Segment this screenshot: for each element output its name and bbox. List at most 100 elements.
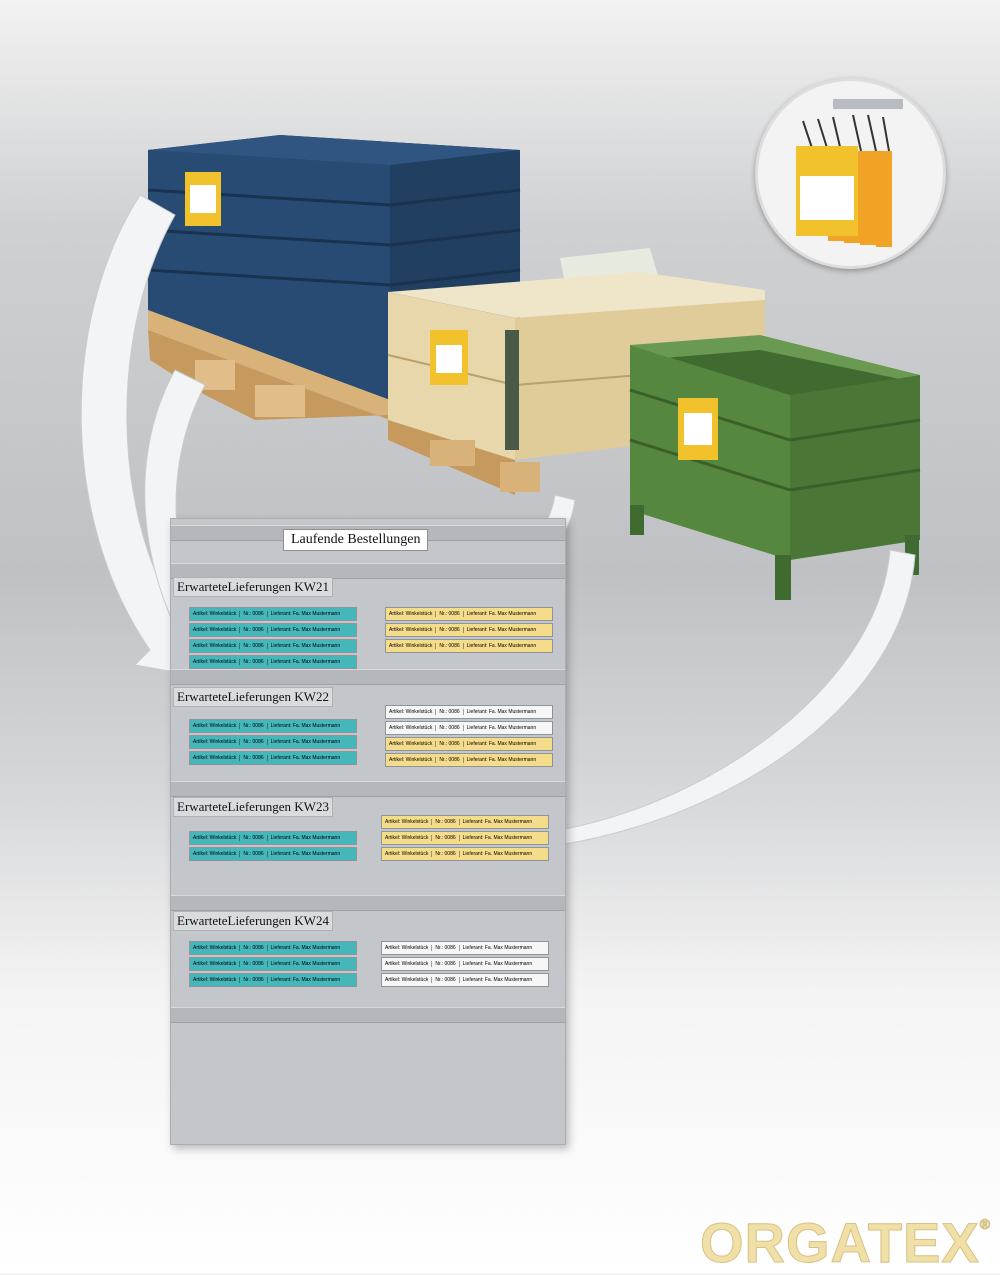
strip-lieferant: Lieferant: Fa. Max Mustermann [466,611,537,617]
strip-artikel: Artikel: Winkelstück [386,709,437,715]
strip-nr: Nr.: 0086 [240,723,268,729]
strip-lieferant: Lieferant: Fa. Max Mustermann [462,851,533,857]
strip-artikel: Artikel: Winkelstück [190,835,241,841]
strip-lieferant: Lieferant: Fa. Max Mustermann [270,739,341,745]
orgatex-logo: ORGATEX® [700,1210,991,1275]
strip-nr: Nr.: 0086 [436,627,464,633]
strip-nr: Nr.: 0086 [240,659,268,665]
strip-nr: Nr.: 0086 [432,945,460,951]
section-title-kw21: ErwarteteLieferungen KW21 [173,577,333,597]
strip-lieferant: Lieferant: Fa. Max Mustermann [462,961,533,967]
strip-lieferant: Lieferant: Fa. Max Mustermann [466,725,537,731]
strip-nr: Nr.: 0086 [240,611,268,617]
strip-nr: Nr.: 0086 [432,835,460,841]
section-title-kw22: ErwarteteLieferungen KW22 [173,687,333,707]
strip-artikel: Artikel: Winkelstück [386,611,437,617]
strip-artikel: Artikel: Winkelstück [190,961,241,967]
strip-lieferant: Lieferant: Fa. Max Mustermann [466,627,537,633]
blue-crate-stack [147,135,521,420]
planning-board: Laufende Bestellungen ErwarteteLieferung… [170,518,566,1145]
strip-nr: Nr.: 0086 [432,819,460,825]
strip-artikel: Artikel: Winkelstück [386,643,437,649]
strip-lieferant: Lieferant: Fa. Max Mustermann [270,851,341,857]
strip-lieferant: Lieferant: Fa. Max Mustermann [466,643,537,649]
board-rail [171,1007,565,1023]
strip-lieferant: Lieferant: Fa. Max Mustermann [270,627,341,633]
strip-lieferant: Lieferant: Fa. Max Mustermann [270,643,341,649]
strip-artikel: Artikel: Winkelstück [190,945,241,951]
strip-artikel: Artikel: Winkelstück [386,725,437,731]
strip-artikel: Artikel: Winkelstück [190,755,241,761]
strip-nr: Nr.: 0086 [240,627,268,633]
strip-artikel: Artikel: Winkelstück [386,627,437,633]
strip-artikel: Artikel: Winkelstück [190,739,241,745]
strip-artikel: Artikel: Winkelstück [382,945,433,951]
brand-name: ORGATEX [700,1211,980,1275]
strip-lieferant: Lieferant: Fa. Max Mustermann [270,961,341,967]
section-title-kw23: ErwarteteLieferungen KW23 [173,797,333,817]
strip-nr: Nr.: 0086 [240,739,268,745]
strip-lieferant: Lieferant: Fa. Max Mustermann [466,757,537,763]
strip-artikel: Artikel: Winkelstück [382,835,433,841]
strip-artikel: Artikel: Winkelstück [386,741,437,747]
board-rail [171,563,565,579]
strip-nr: Nr.: 0086 [432,851,460,857]
strip-artikel: Artikel: Winkelstück [382,851,433,857]
strip-nr: Nr.: 0086 [436,725,464,731]
strip-nr: Nr.: 0086 [436,611,464,617]
wire-hanger-icon [796,99,903,247]
strip-nr: Nr.: 0086 [432,961,460,967]
strip-artikel: Artikel: Winkelstück [190,643,241,649]
wire-hanger-inset [755,78,946,269]
strip-lieferant: Lieferant: Fa. Max Mustermann [466,709,537,715]
strip-nr: Nr.: 0086 [240,977,268,983]
board-rail [171,781,565,797]
board-rail [171,669,565,685]
strip-lieferant: Lieferant: Fa. Max Mustermann [462,819,533,825]
strip-lieferant: Lieferant: Fa. Max Mustermann [466,741,537,747]
board-rail [171,895,565,911]
strip-artikel: Artikel: Winkelstück [190,659,241,665]
green-metal-container [629,335,921,600]
strip-lieferant: Lieferant: Fa. Max Mustermann [270,945,341,951]
strip-nr: Nr.: 0086 [240,851,268,857]
strip-lieferant: Lieferant: Fa. Max Mustermann [270,659,341,665]
strip-nr: Nr.: 0086 [240,755,268,761]
strip-nr: Nr.: 0086 [240,835,268,841]
strip-nr: Nr.: 0086 [436,709,464,715]
strip-artikel: Artikel: Winkelstück [382,961,433,967]
strip-artikel: Artikel: Winkelstück [386,757,437,763]
strip-artikel: Artikel: Winkelstück [190,723,241,729]
strip-lieferant: Lieferant: Fa. Max Mustermann [270,723,341,729]
strip-artikel: Artikel: Winkelstück [190,851,241,857]
strip-artikel: Artikel: Winkelstück [190,627,241,633]
strip-nr: Nr.: 0086 [436,741,464,747]
strip-lieferant: Lieferant: Fa. Max Mustermann [462,835,533,841]
